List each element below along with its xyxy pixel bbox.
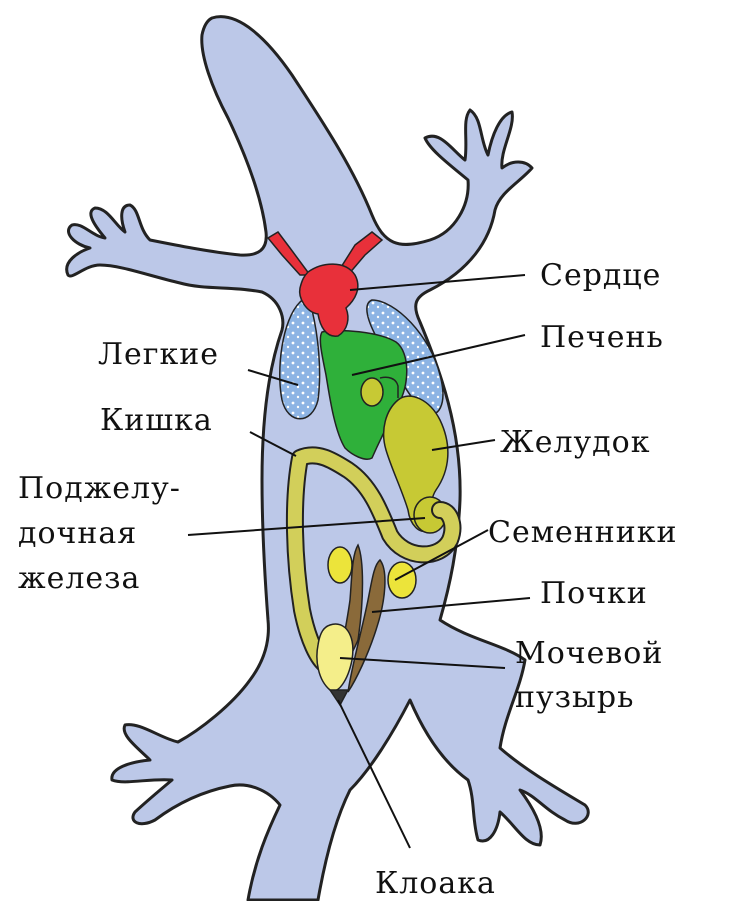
label-bladder-line1: Мочевой	[515, 636, 663, 671]
left-testis	[328, 547, 352, 583]
label-pancreas-line3: железа	[18, 561, 140, 596]
label-liver: Печень	[540, 320, 664, 355]
label-intestine: Кишка	[100, 403, 213, 438]
label-pancreas-line1: Поджелу-	[18, 471, 181, 506]
label-bladder-line2: пузырь	[515, 680, 634, 715]
label-testes: Семенники	[488, 515, 678, 550]
label-lungs: Легкие	[98, 337, 219, 372]
label-heart: Сердце	[540, 258, 661, 293]
label-cloaca: Клоака	[375, 866, 496, 901]
right-testis	[388, 562, 416, 598]
label-kidneys: Почки	[540, 576, 648, 611]
label-pancreas-line2: дочная	[18, 516, 137, 551]
gall-bladder	[361, 378, 383, 406]
label-stomach: Желудок	[500, 425, 650, 460]
